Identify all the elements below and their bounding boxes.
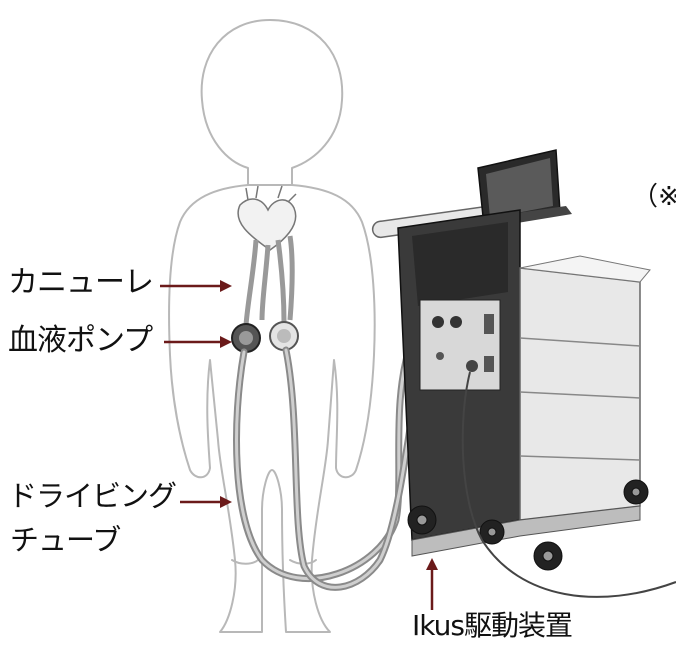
label-driving-tube-line2: チューブ <box>10 526 120 555</box>
label-cannula: カニューレ <box>8 268 153 298</box>
child-head <box>202 20 343 185</box>
ikus-driving-unit <box>372 150 676 597</box>
label-ikus-device: Ikus駆動装置 <box>412 612 572 640</box>
label-blood-pump: 血液ポンプ <box>8 326 152 356</box>
cart-control-panel <box>420 300 500 390</box>
cart-cabinet <box>520 268 640 520</box>
label-note-marker: （※ <box>632 184 676 210</box>
child-outline <box>169 20 375 632</box>
label-driving-tube-line1: ドライビング <box>8 482 176 511</box>
